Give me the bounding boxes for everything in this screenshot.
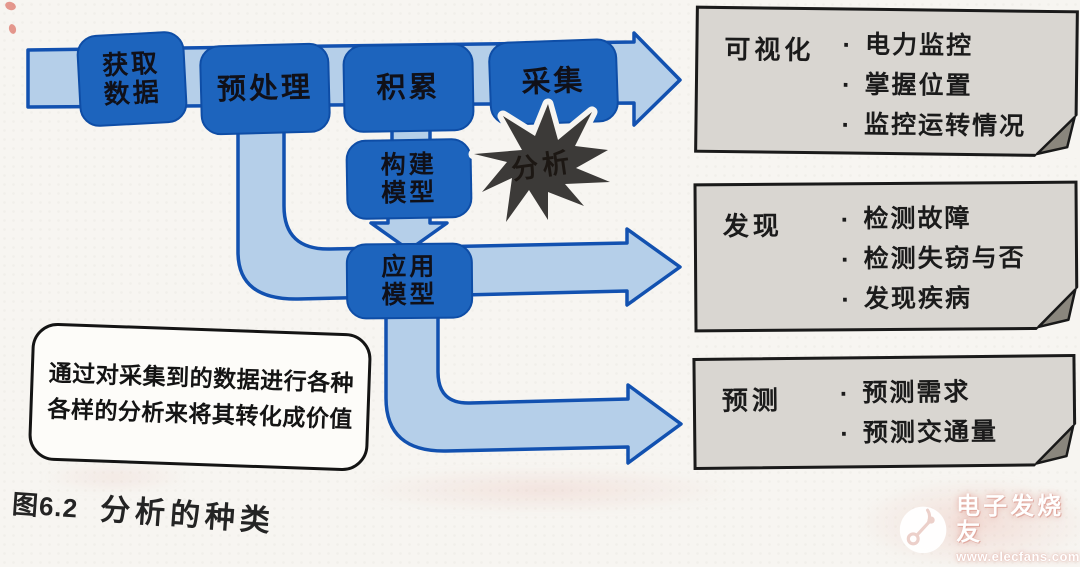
stage-label: 模型	[380, 178, 438, 208]
callout-bubble: 通过对采集到的数据进行各种各样的分析来将其转化成价值	[27, 322, 373, 472]
bullet-dot: ·	[841, 109, 853, 140]
caption-number: 图6.2	[11, 488, 80, 524]
note-category: 预测	[721, 385, 783, 416]
stage-accumulate: 积累	[342, 42, 475, 134]
stage-build-model: 构建 模型	[345, 137, 473, 221]
bullet-dot: ·	[840, 244, 852, 275]
stage-preprocess: 预处理	[198, 42, 332, 136]
bullet-dot: ·	[840, 204, 852, 235]
note-category: 可视化	[724, 34, 815, 66]
watermark-texts: 电子发烧友 www.elecfans.com	[956, 492, 1080, 564]
ink-bleed-smudge	[350, 466, 740, 514]
bullet-dot: ·	[841, 284, 853, 315]
note-item: · 预测需求	[840, 371, 1073, 413]
note-item-text: 预测交通量	[862, 417, 999, 448]
stage-label: 采集	[520, 64, 587, 99]
stage-apply-model: 应用 模型	[345, 242, 474, 320]
page-fold-icon	[1034, 114, 1079, 159]
note-discover: 发现 · 检测故障 · 检测失窃与否 · 发现疾病	[693, 180, 1080, 333]
note-item: · 检测故障	[841, 198, 1075, 240]
note-item: · 检测失窃与否	[841, 238, 1075, 280]
stage-label: 构建	[380, 150, 437, 180]
watermark-site: www.elecfans.com	[956, 548, 1080, 564]
note-item-text: 电力监控	[864, 30, 974, 61]
note-item-text: 检测失窃与否	[863, 244, 1026, 274]
bullet-dot: ·	[840, 418, 852, 449]
note-visualization: 可视化 · 电力监控 · 掌握位置 · 监控运转情况	[694, 5, 1079, 159]
callout-text: 通过对采集到的数据进行各种各样的分析来将其转化成价值	[47, 359, 355, 432]
bullet-dot: ·	[842, 29, 854, 60]
note-item-text: 发现疾病	[863, 284, 973, 314]
stage-label: 模型	[381, 280, 438, 310]
note-item-text: 监控运转情况	[863, 110, 1027, 141]
note-category: 发现	[722, 210, 783, 242]
stage-label: 应用	[381, 252, 438, 282]
note-predict: 预测 · 预测需求 · 预测交通量	[692, 353, 1078, 471]
bullet-dot: ·	[841, 69, 853, 100]
stage-label: 积累	[376, 71, 441, 105]
note-item-text: 掌握位置	[864, 70, 973, 101]
elecfans-logo-icon	[899, 506, 947, 554]
ink-bleed-smudge	[40, 460, 190, 494]
note-item: · 电力监控	[842, 24, 1075, 67]
stage-label: 数据	[102, 76, 163, 110]
page-fold-icon	[1033, 422, 1078, 468]
stage-acquire-data: 获取 数据	[75, 30, 189, 128]
note-item: · 掌握位置	[842, 64, 1075, 107]
apply-to-predict-arrow	[384, 310, 683, 465]
note-item-text: 预测需求	[862, 378, 971, 408]
stage-collect: 采集	[487, 37, 620, 127]
note-item-text: 检测故障	[863, 204, 972, 234]
watermark: 电子发烧友 www.elecfans.com	[898, 492, 1080, 564]
ink-bleed-smudge	[860, 478, 1080, 567]
bullet-dot: ·	[839, 378, 851, 409]
watermark-brand: 电子发烧友	[956, 492, 1065, 547]
page-fold-icon	[1035, 286, 1080, 331]
stage-label: 预处理	[216, 71, 314, 107]
stage-label: 获取	[101, 47, 161, 81]
